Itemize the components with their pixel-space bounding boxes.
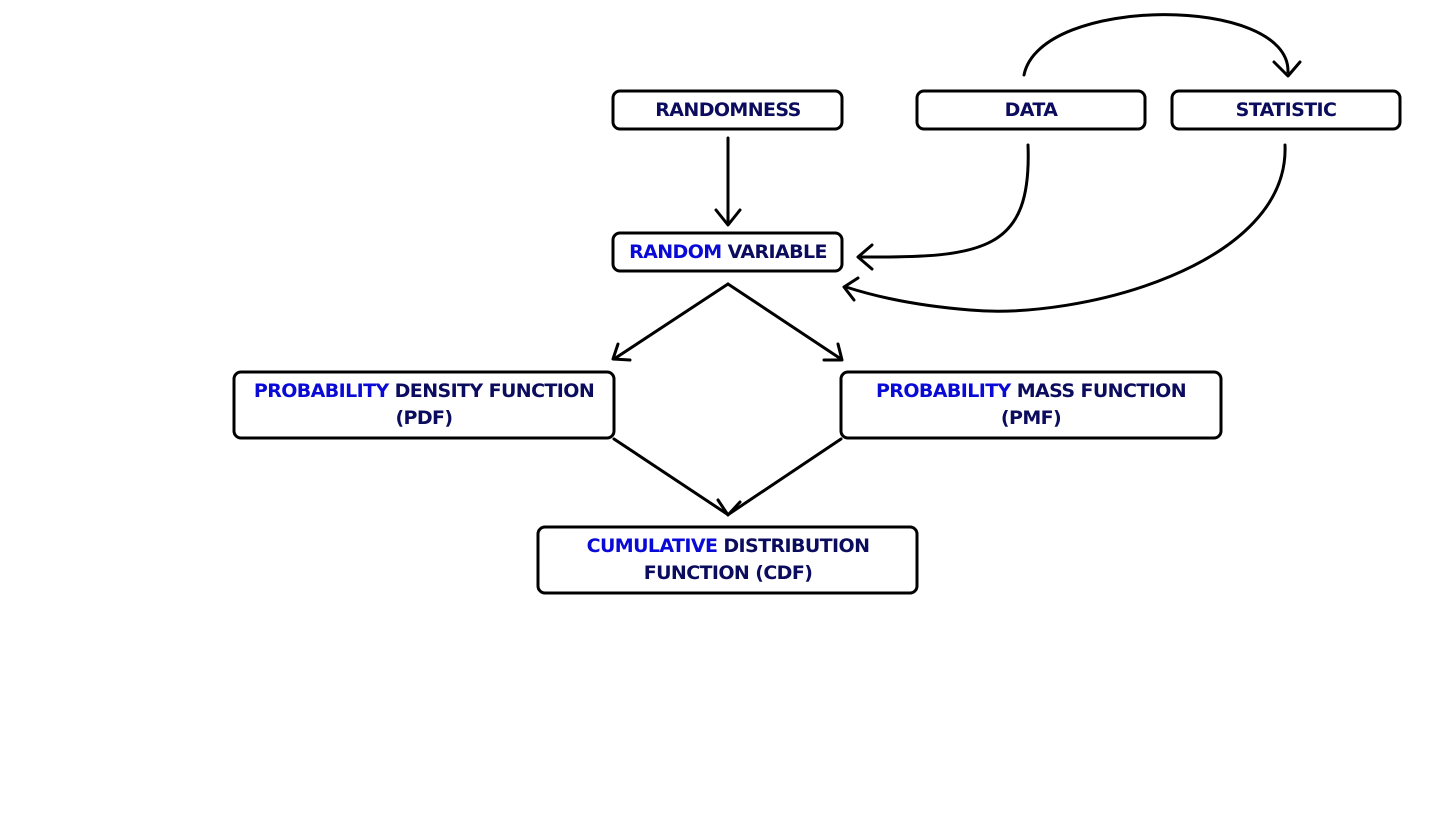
edge-data-to-random-variable [856,143,1030,271]
label-segment: RANDOM [629,241,727,263]
node-pdf-label-line1: PROBABILITY DENSITY FUNCTION [254,380,594,402]
label-segment: MASS FUNCTION [1017,380,1186,402]
label-segment: FUNCTION (CDF) [644,562,813,584]
edge-randomness-to-random-variable [714,136,742,227]
node-cdf-label-line2: FUNCTION (CDF) [644,562,813,584]
label-segment: (PMF) [1001,407,1061,429]
node-cdf: CUMULATIVE DISTRIBUTION FUNCTION (CDF) [536,525,919,595]
label-segment: PROBABILITY [254,380,395,402]
node-random-variable: RANDOM VARIABLE [611,231,844,273]
node-data-label: DATA [1005,99,1059,121]
node-randomness-label: RANDOMNESS [655,99,800,121]
label-segment: VARIABLE [728,241,827,263]
node-cdf-label-line1: CUMULATIVE DISTRIBUTION [587,535,870,557]
edge-data-to-statistic [1022,13,1302,78]
label-segment: CUMULATIVE [587,535,724,557]
edge-random-variable-to-pmf [726,282,844,362]
label-segment: DISTRIBUTION [723,535,869,557]
node-pmf-label-line2: (PMF) [1001,407,1061,429]
label-segment: RANDOMNESS [655,99,800,121]
node-pdf-label-line2: (PDF) [395,407,452,429]
node-statistic: STATISTIC [1170,89,1402,131]
label-segment: (PDF) [395,407,452,429]
node-random-variable-label: RANDOM VARIABLE [629,241,827,263]
node-pmf: PROBABILITY MASS FUNCTION (PMF) [839,370,1223,440]
node-pmf-label-line1: PROBABILITY MASS FUNCTION [876,380,1186,402]
edge-pmf-to-cdf [716,437,843,517]
edge-pdf-to-cdf [612,437,729,516]
node-statistic-label: STATISTIC [1236,99,1337,121]
node-data: DATA [915,89,1147,131]
label-segment: DENSITY FUNCTION [395,380,594,402]
label-segment: PROBABILITY [876,380,1017,402]
label-segment: STATISTIC [1236,99,1337,121]
node-pdf: PROBABILITY DENSITY FUNCTION (PDF) [232,370,616,440]
edge-statistic-to-random-variable [842,143,1287,313]
label-segment: DATA [1005,99,1059,121]
node-randomness: RANDOMNESS [611,89,844,131]
edge-random-variable-to-pdf [611,282,730,362]
